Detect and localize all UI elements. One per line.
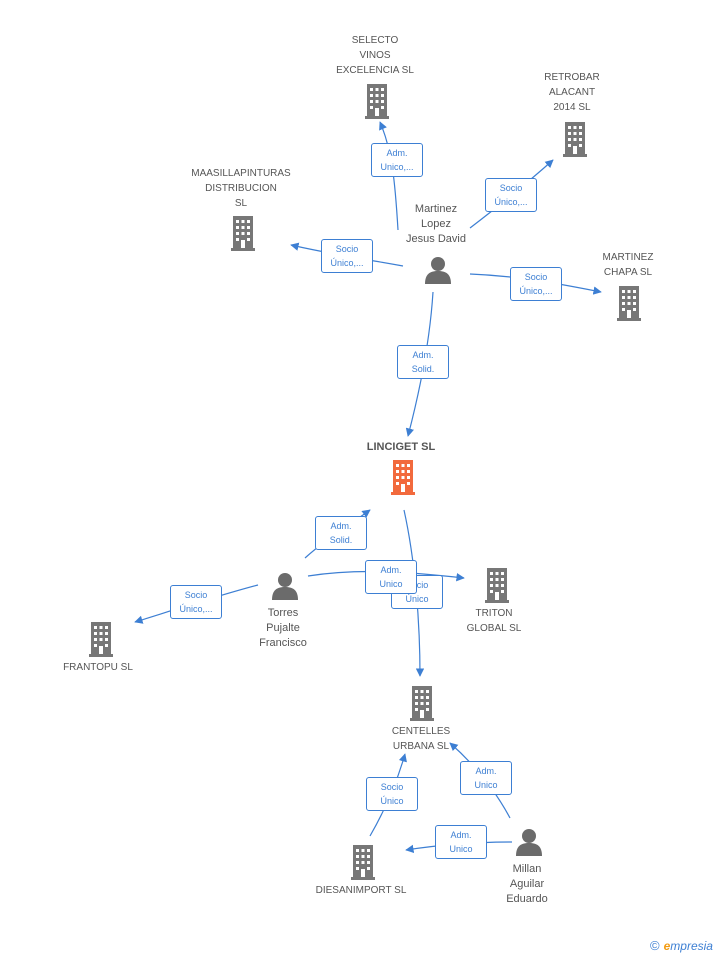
relation-box[interactable]: Adm. Solid. — [315, 516, 367, 550]
relation-box[interactable]: Socio Único,... — [485, 178, 537, 212]
building-icon — [351, 845, 375, 880]
relation-box[interactable]: Socio Único,... — [170, 585, 222, 619]
building-icon — [89, 622, 113, 657]
person-icon — [516, 829, 542, 856]
node-label-centelles[interactable]: CENTELLES URBANA SL — [391, 726, 451, 752]
node-label-diesanimport[interactable]: DIESANIMPORT SL — [315, 885, 407, 896]
relation-box[interactable]: Adm. Unico — [460, 761, 512, 795]
relation-box[interactable]: Adm. Unico — [435, 825, 487, 859]
node-label-torres[interactable]: Torres Pujalte Francisco — [259, 607, 307, 649]
relation-box[interactable]: Adm. Unico — [365, 560, 417, 594]
node-label-millan[interactable]: Millan Aguilar Eduardo — [506, 863, 548, 905]
node-label-selecto[interactable]: SELECTO VINOS EXCELENCIA SL — [336, 35, 414, 76]
node-label-martinez-chapa[interactable]: MARTINEZ CHAPA SL — [602, 252, 654, 278]
building-icon — [485, 568, 509, 603]
building-icon — [410, 686, 434, 721]
building-icon — [365, 84, 389, 119]
node-label-maasilla[interactable]: MAASILLAPINTURAS DISTRIBUCION SL — [191, 168, 291, 209]
node-label-martinez-lopez[interactable]: Martinez Lopez Jesus David — [406, 203, 466, 245]
building-icon — [391, 460, 415, 495]
relation-box[interactable]: Socio Único,... — [321, 239, 373, 273]
brand-initial: e — [663, 939, 671, 953]
relation-box[interactable]: Socio Único — [366, 777, 418, 811]
relation-box[interactable]: Socio Único,... — [510, 267, 562, 301]
relation-box[interactable]: Adm. Solid. — [397, 345, 449, 379]
brand-name: mpresia — [670, 939, 713, 953]
node-label-retrobar[interactable]: RETROBAR ALACANT 2014 SL — [544, 72, 600, 113]
relation-box[interactable]: Adm. Unico,... — [371, 143, 423, 177]
brand-logo[interactable]: ©empresia — [650, 938, 713, 953]
node-label-triton[interactable]: TRITON GLOBAL SL — [466, 608, 522, 634]
building-icon — [617, 286, 641, 321]
person-icon — [272, 573, 298, 600]
building-icon — [563, 122, 587, 157]
person-icon — [425, 257, 451, 284]
node-label-frantopu[interactable]: FRANTOPU SL — [63, 662, 133, 673]
copyright-icon: © — [650, 938, 660, 953]
node-label-linciget[interactable]: LINCIGET SL — [366, 441, 436, 453]
building-icon — [231, 216, 255, 251]
